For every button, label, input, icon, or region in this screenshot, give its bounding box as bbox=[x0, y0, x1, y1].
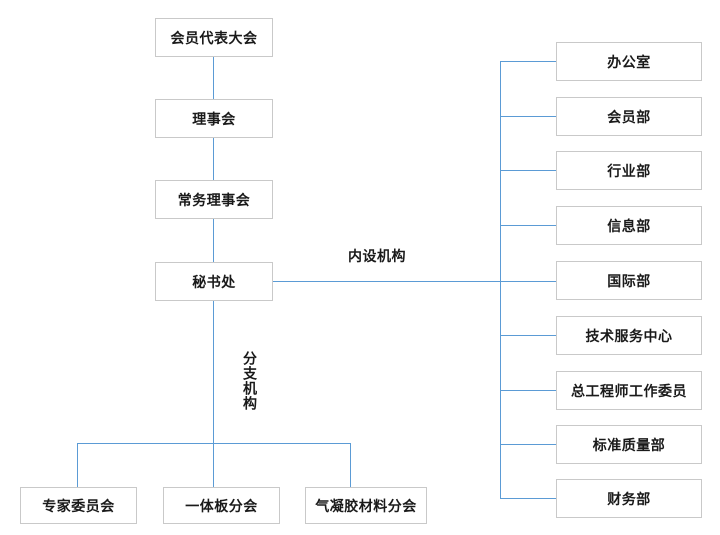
dept-industry-label: 行业部 bbox=[607, 163, 651, 180]
dept-chief-engineer-label: 总工程师工作委员 bbox=[571, 383, 687, 400]
connector-dept-standard bbox=[500, 444, 556, 445]
dept-membership-label: 会员部 bbox=[607, 109, 651, 126]
branch-panel-label: 一体板分会 bbox=[185, 498, 258, 515]
node-standing-council[interactable]: 常务理事会 bbox=[155, 180, 273, 219]
internal-departments-trunk bbox=[500, 61, 501, 499]
connector-dept-information bbox=[500, 225, 556, 226]
branch-panel[interactable]: 一体板分会 bbox=[163, 487, 280, 524]
dept-office[interactable]: 办公室 bbox=[556, 42, 702, 81]
dept-standard-label: 标准质量部 bbox=[592, 437, 666, 454]
branch-expert[interactable]: 专家委员会 bbox=[20, 487, 137, 524]
connector-branch-drop-panel bbox=[213, 443, 214, 487]
branch-aerogel-label: 气凝胶材料分会 bbox=[315, 498, 417, 515]
dept-tech-service[interactable]: 技术服务中心 bbox=[556, 316, 702, 355]
connector-branch-drop-expert bbox=[77, 443, 78, 487]
node-council-label: 理事会 bbox=[192, 111, 236, 128]
dept-industry[interactable]: 行业部 bbox=[556, 151, 702, 190]
node-standing-council-label: 常务理事会 bbox=[177, 192, 251, 209]
dept-information-label: 信息部 bbox=[607, 218, 651, 235]
branch-expert-label: 专家委员会 bbox=[42, 498, 115, 515]
connector-dept-office bbox=[500, 61, 556, 62]
dept-office-label: 办公室 bbox=[607, 54, 651, 71]
branch-organizations-group-label: 分支机构 bbox=[241, 351, 257, 411]
dept-chief-engineer[interactable]: 总工程师工作委员 bbox=[556, 371, 702, 410]
connector-assembly-to-council bbox=[213, 57, 214, 99]
dept-international-label: 国际部 bbox=[607, 273, 651, 290]
connector-secretariat-to-branches bbox=[213, 301, 214, 443]
node-secretariat[interactable]: 秘书处 bbox=[155, 262, 273, 301]
connector-standing-to-secretariat bbox=[213, 219, 214, 262]
connector-dept-tech-service bbox=[500, 335, 556, 336]
connector-dept-membership bbox=[500, 116, 556, 117]
dept-membership[interactable]: 会员部 bbox=[556, 97, 702, 136]
connector-dept-industry bbox=[500, 170, 556, 171]
dept-finance[interactable]: 财务部 bbox=[556, 479, 702, 518]
dept-standard[interactable]: 标准质量部 bbox=[556, 425, 702, 464]
dept-international[interactable]: 国际部 bbox=[556, 261, 702, 300]
internal-departments-group-label: 内设机构 bbox=[348, 249, 406, 265]
connector-dept-international bbox=[500, 281, 556, 282]
connector-branch-drop-aerogel bbox=[350, 443, 351, 487]
connector-dept-finance bbox=[500, 498, 556, 499]
node-council[interactable]: 理事会 bbox=[155, 99, 273, 138]
node-secretariat-label: 秘书处 bbox=[192, 274, 236, 291]
dept-finance-label: 财务部 bbox=[607, 491, 651, 508]
connector-dept-chief-engineer bbox=[500, 390, 556, 391]
dept-information[interactable]: 信息部 bbox=[556, 206, 702, 245]
connector-secretariat-to-internal-trunk bbox=[273, 281, 501, 282]
connector-council-to-standing bbox=[213, 138, 214, 180]
node-assembly-label: 会员代表大会 bbox=[170, 30, 258, 47]
branch-aerogel[interactable]: 气凝胶材料分会 bbox=[305, 487, 427, 524]
branch-organizations-bar bbox=[77, 443, 351, 444]
node-assembly[interactable]: 会员代表大会 bbox=[155, 18, 273, 57]
dept-tech-service-label: 技术服务中心 bbox=[585, 328, 673, 345]
